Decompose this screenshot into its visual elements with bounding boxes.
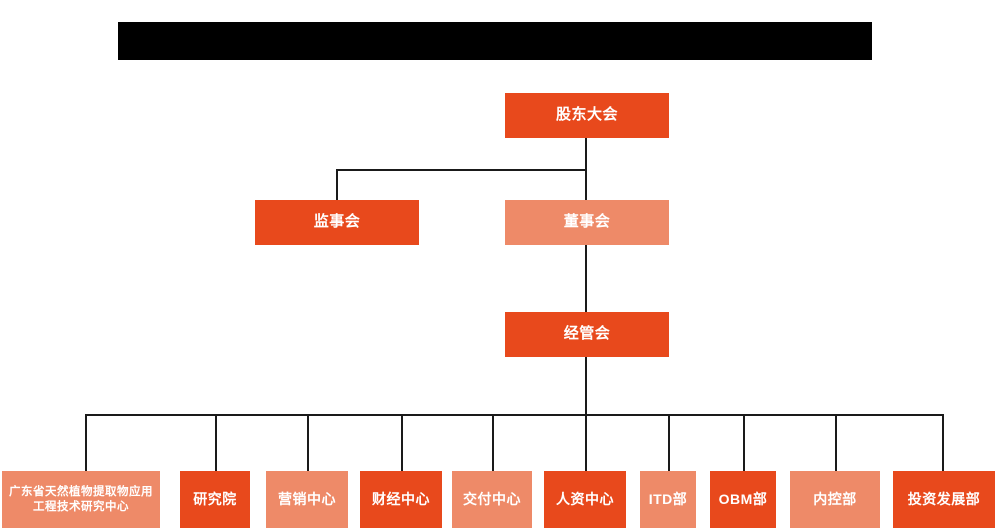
org-node-finance-center[interactable]: 财经中心 <box>360 471 442 528</box>
org-node-shareholders[interactable]: 股东大会 <box>505 93 669 138</box>
org-node-marketing-center[interactable]: 营销中心 <box>266 471 348 528</box>
connector-leaf-drop <box>942 414 944 471</box>
org-node-management[interactable]: 经管会 <box>505 312 669 357</box>
org-node-label: OBM部 <box>718 490 768 507</box>
connector-leaf-drop <box>585 414 587 471</box>
connector-directors-stem <box>585 169 587 201</box>
connector-leaf-drop <box>85 414 87 471</box>
connector-leaf-drop <box>668 414 670 471</box>
org-node-label: 广东省天然植物提取物应用工程技术研究中心 <box>9 486 153 513</box>
org-node-obm-dept[interactable]: OBM部 <box>710 471 776 528</box>
connector-leaf-bus <box>85 414 943 416</box>
connector-level2-bus <box>336 169 587 171</box>
org-node-itd-dept[interactable]: ITD部 <box>640 471 696 528</box>
org-node-delivery-center[interactable]: 交付中心 <box>452 471 532 528</box>
connector-directors-to-mgmt <box>585 245 587 313</box>
org-node-research-institute[interactable]: 研究院 <box>180 471 250 528</box>
org-node-supervisors[interactable]: 监事会 <box>255 200 419 245</box>
connector-shareholders-stem <box>585 138 587 170</box>
org-node-directors[interactable]: 董事会 <box>505 200 669 245</box>
connector-leaf-drop <box>835 414 837 471</box>
org-node-label: 营销中心 <box>278 490 336 507</box>
org-node-investment-dev[interactable]: 投资发展部 <box>893 471 995 528</box>
connector-leaf-drop <box>492 414 494 471</box>
connector-supervisors-stem <box>336 169 338 201</box>
connector-leaf-drop <box>401 414 403 471</box>
org-node-label: ITD部 <box>648 490 688 507</box>
connector-leaf-drop <box>743 414 745 471</box>
org-node-gd-research-center[interactable]: 广东省天然植物提取物应用工程技术研究中心 <box>2 471 160 528</box>
org-node-label: 人资中心 <box>556 490 614 507</box>
org-node-label: 财经中心 <box>372 490 430 507</box>
org-node-label: 股东大会 <box>555 106 618 124</box>
org-node-label: 董事会 <box>563 213 611 231</box>
org-node-label: 监事会 <box>313 213 361 231</box>
redacted-title-banner <box>118 22 872 60</box>
org-node-label: 经管会 <box>563 325 611 343</box>
org-node-label: 交付中心 <box>463 490 521 507</box>
org-node-label: 研究院 <box>193 490 237 507</box>
connector-leaf-drop <box>215 414 217 471</box>
org-node-label: 投资发展部 <box>907 490 981 507</box>
org-node-label: 内控部 <box>813 490 857 507</box>
connector-management-stem <box>585 357 587 415</box>
org-node-hr-center[interactable]: 人资中心 <box>544 471 626 528</box>
connector-leaf-drop <box>307 414 309 471</box>
org-node-internal-control[interactable]: 内控部 <box>790 471 880 528</box>
